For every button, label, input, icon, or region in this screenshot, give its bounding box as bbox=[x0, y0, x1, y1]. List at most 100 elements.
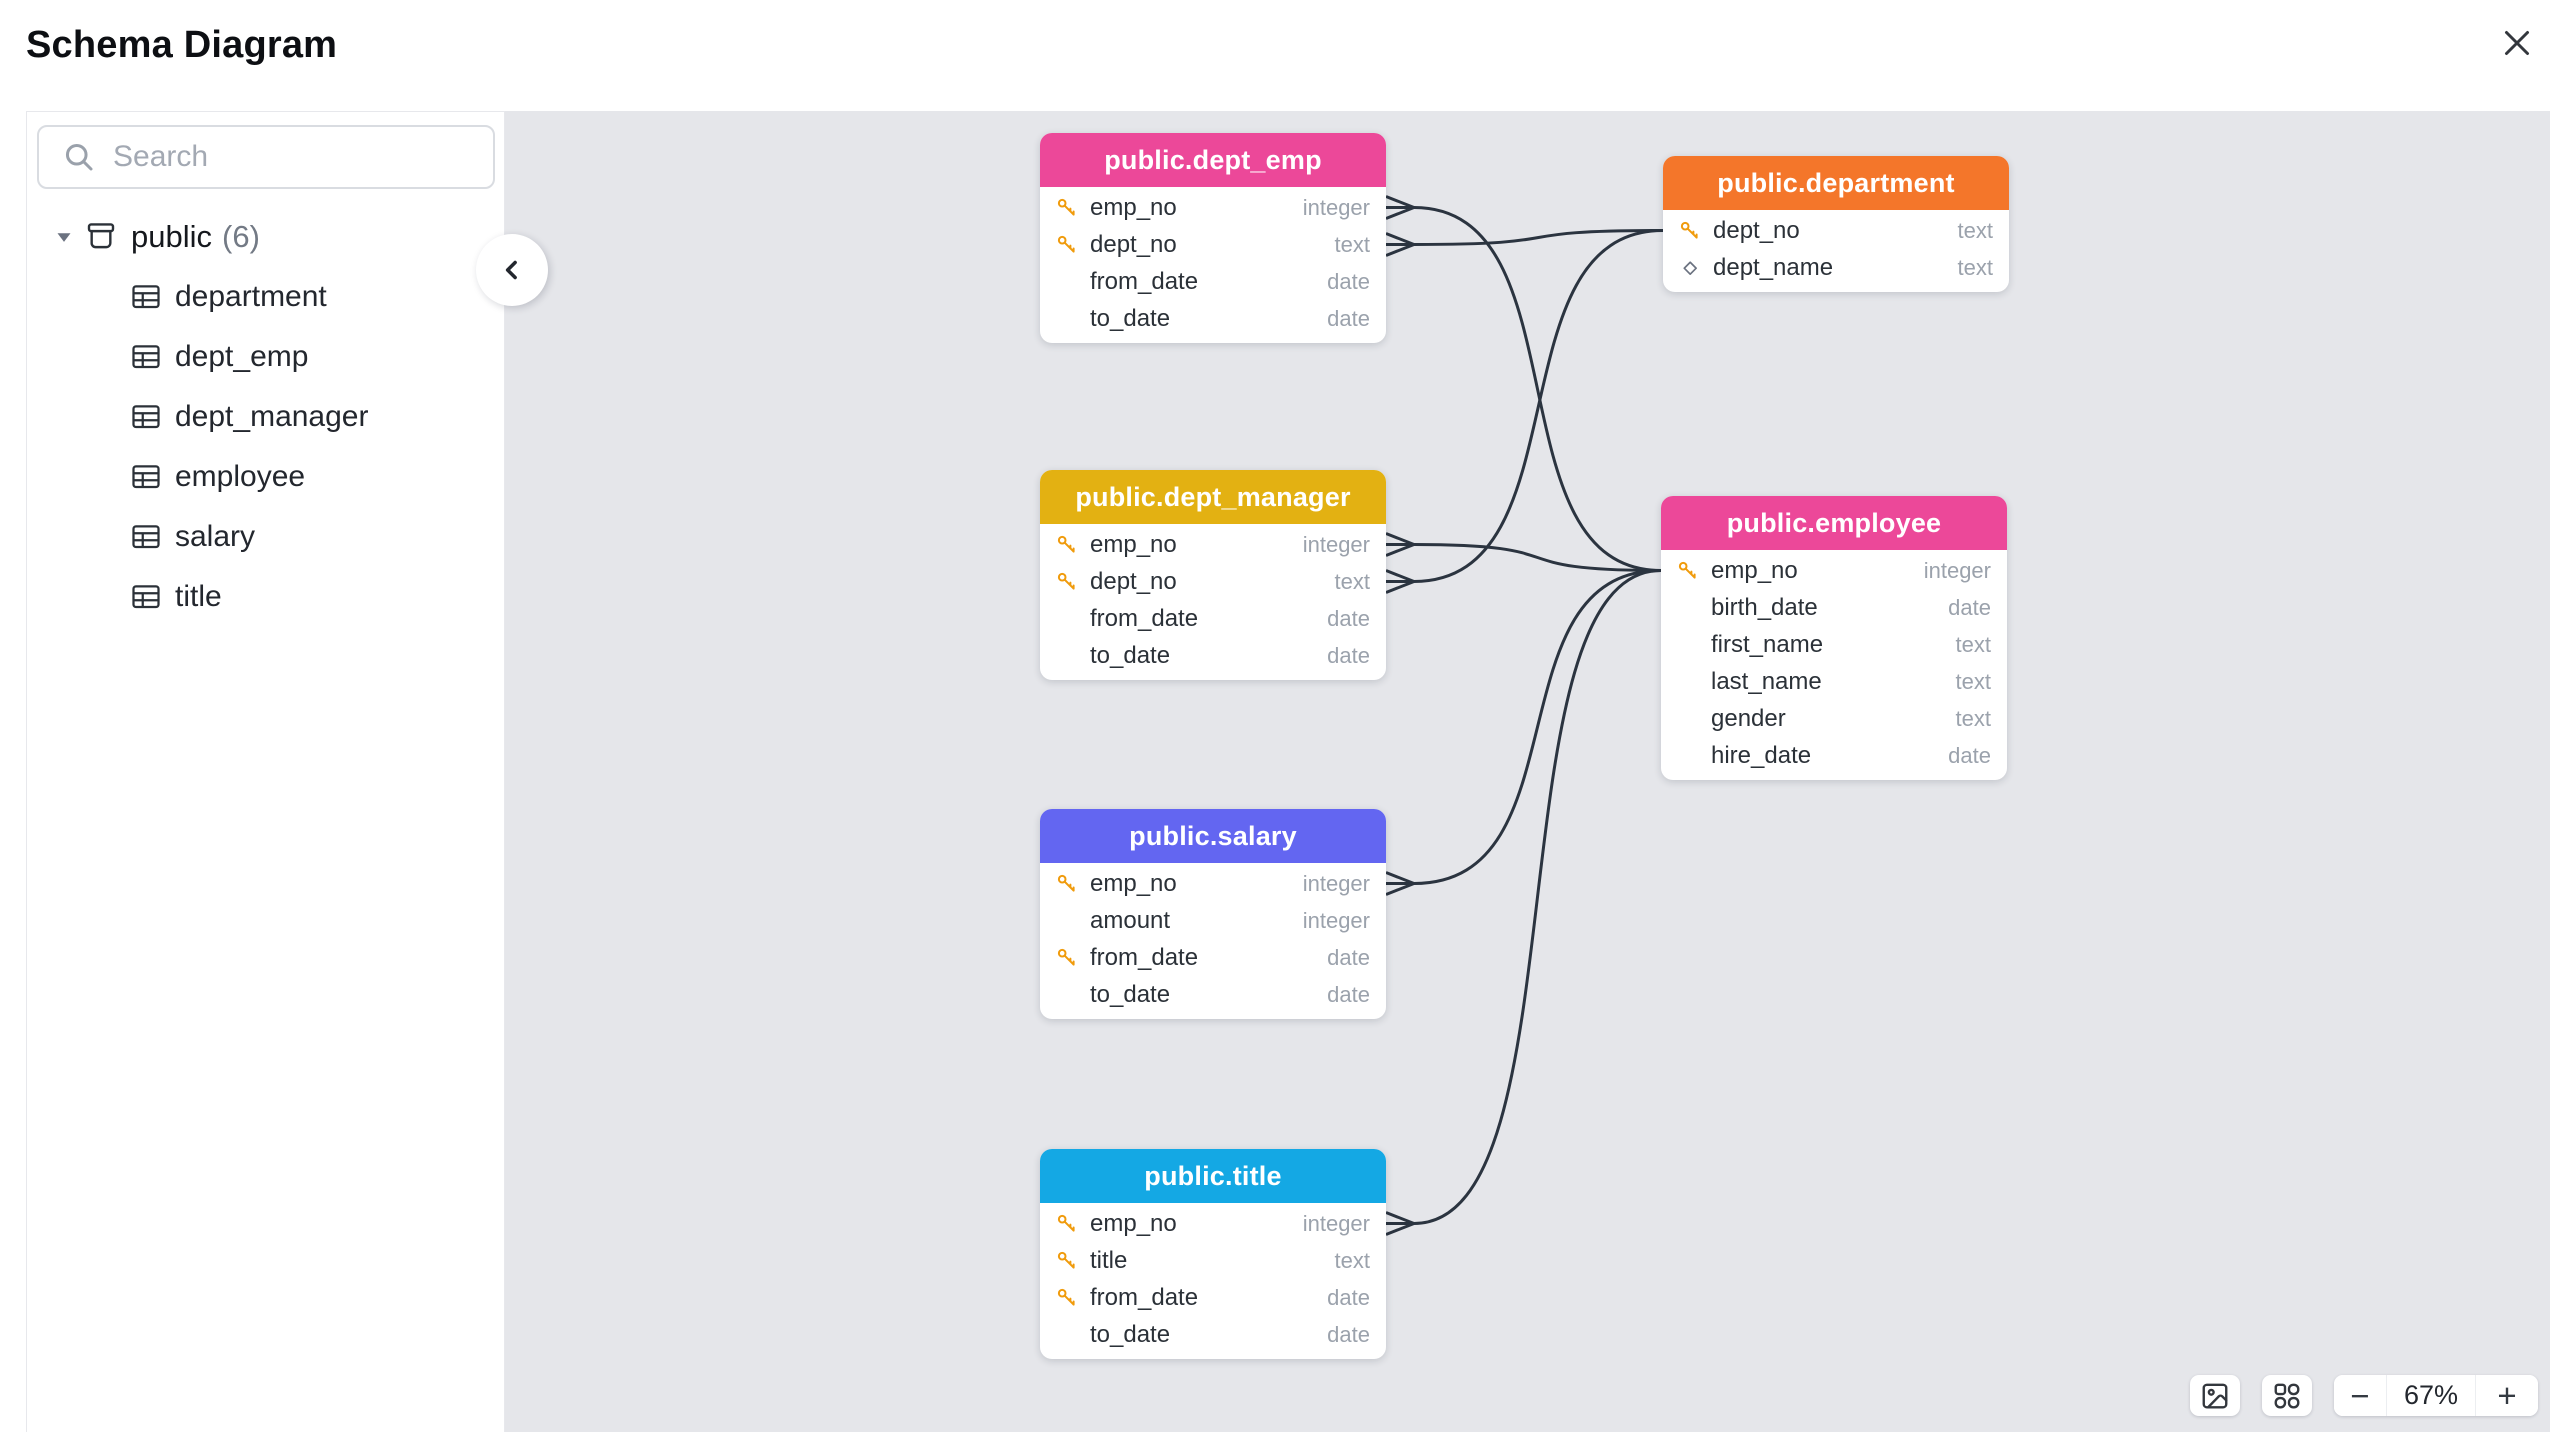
collapse-sidebar-button[interactable] bbox=[476, 234, 548, 306]
table-card-department[interactable]: public.department dept_no text dept_name… bbox=[1663, 156, 2009, 292]
image-icon bbox=[2202, 1383, 2228, 1408]
field-name: last_name bbox=[1711, 667, 1822, 695]
edge-dept_manager.emp_no-employee.emp_no bbox=[1385, 532, 1663, 572]
field-type: date bbox=[1327, 642, 1370, 668]
table-card-salary[interactable]: public.salary emp_no integer amount inte… bbox=[1040, 809, 1386, 1019]
modal-header: Schema Diagram bbox=[0, 0, 2550, 111]
primary-key-icon bbox=[1057, 1214, 1075, 1232]
search-input[interactable] bbox=[97, 126, 501, 188]
field-name: to_date bbox=[1090, 304, 1171, 332]
table-icon bbox=[132, 285, 160, 309]
table-field-row: first_name text bbox=[1661, 626, 2007, 663]
caret-down-icon[interactable] bbox=[51, 224, 85, 250]
nullable-diamond-icon bbox=[1683, 260, 1697, 275]
field-type: integer bbox=[1923, 557, 1991, 583]
sidebar-item-dept_manager[interactable]: dept_manager bbox=[27, 387, 504, 447]
field-type: date bbox=[1327, 605, 1370, 631]
schema-name: public bbox=[131, 219, 212, 254]
table-card-body: emp_no integer birth_date date first_nam… bbox=[1661, 550, 2007, 780]
field-name: hire_date bbox=[1711, 741, 1812, 769]
sidebar-table-label: employee bbox=[175, 460, 306, 493]
primary-key-icon bbox=[1680, 221, 1698, 239]
field-name: birth_date bbox=[1711, 593, 1818, 621]
table-field-row: to_date date bbox=[1040, 1316, 1386, 1353]
primary-key-icon bbox=[1057, 198, 1075, 216]
table-field-row: from_date date bbox=[1040, 1279, 1386, 1316]
sidebar-table-label: salary bbox=[175, 520, 256, 553]
page-title: Schema Diagram bbox=[26, 24, 338, 66]
zoom-out-button[interactable]: − bbox=[2334, 1375, 2386, 1416]
primary-key-icon bbox=[1057, 948, 1075, 966]
field-type: integer bbox=[1302, 1210, 1370, 1236]
field-type: date bbox=[1327, 981, 1370, 1007]
table-icon bbox=[132, 345, 160, 369]
table-icon bbox=[132, 585, 160, 609]
table-field-row: dept_no text bbox=[1663, 212, 2009, 249]
table-field-row: emp_no integer bbox=[1040, 189, 1386, 226]
field-type: date bbox=[1948, 594, 1991, 620]
field-type: date bbox=[1327, 305, 1370, 331]
schema-table-count: (6) bbox=[222, 219, 260, 254]
sidebar-item-salary[interactable]: salary bbox=[27, 507, 504, 567]
table-card-dept_emp[interactable]: public.dept_emp emp_no integer dept_no t… bbox=[1040, 133, 1386, 343]
table-field-row: emp_no integer bbox=[1040, 1205, 1386, 1242]
schema-tree: public (6) department dept_emp dept_mana… bbox=[27, 207, 504, 627]
field-name: from_date bbox=[1090, 1283, 1199, 1311]
field-type: text bbox=[1334, 1247, 1370, 1273]
table-card-title[interactable]: public.department bbox=[1663, 156, 2009, 210]
field-name: to_date bbox=[1090, 641, 1171, 669]
diagram-canvas[interactable]: public.dept_emp emp_no integer dept_no t… bbox=[505, 111, 2550, 1432]
auto-layout-button[interactable] bbox=[2262, 1375, 2312, 1416]
sidebar-table-label: title bbox=[175, 580, 222, 613]
table-field-row: emp_no integer bbox=[1040, 526, 1386, 563]
field-name: to_date bbox=[1090, 1320, 1171, 1348]
field-type: date bbox=[1327, 1321, 1370, 1347]
table-card-dept_manager[interactable]: public.dept_manager emp_no integer dept_… bbox=[1040, 470, 1386, 680]
export-image-button[interactable] bbox=[2190, 1375, 2240, 1416]
table-card-body: emp_no integer dept_no text from_date da… bbox=[1040, 187, 1386, 343]
table-field-row: emp_no integer bbox=[1040, 865, 1386, 902]
table-card-title[interactable]: public.dept_manager bbox=[1040, 470, 1386, 524]
table-card-title[interactable]: public.dept_emp bbox=[1040, 133, 1386, 187]
search-icon bbox=[65, 143, 93, 171]
field-type: date bbox=[1327, 268, 1370, 294]
table-card-title[interactable]: public.title emp_no integer title text bbox=[1040, 1149, 1386, 1359]
table-field-row: emp_no integer bbox=[1661, 552, 2007, 589]
zoom-in-button[interactable]: + bbox=[2476, 1375, 2538, 1416]
sidebar: public (6) department dept_emp dept_mana… bbox=[26, 111, 505, 1432]
table-card-employee[interactable]: public.employee emp_no integer birth_dat… bbox=[1661, 496, 2007, 780]
primary-key-icon bbox=[1678, 561, 1696, 579]
field-type: integer bbox=[1302, 531, 1370, 557]
primary-key-icon bbox=[1057, 235, 1075, 253]
sidebar-item-employee[interactable]: employee bbox=[27, 447, 504, 507]
sidebar-item-dept_emp[interactable]: dept_emp bbox=[27, 327, 504, 387]
field-type: text bbox=[1955, 631, 1991, 657]
field-type: text bbox=[1957, 217, 1993, 243]
field-name: dept_no bbox=[1713, 216, 1800, 244]
sidebar-item-department[interactable]: department bbox=[27, 267, 504, 327]
table-card-body: emp_no integer dept_no text from_date da… bbox=[1040, 524, 1386, 680]
table-card-title[interactable]: public.title bbox=[1040, 1149, 1386, 1203]
sidebar-item-title[interactable]: title bbox=[27, 567, 504, 627]
sidebar-table-label: dept_manager bbox=[175, 400, 369, 433]
field-name: emp_no bbox=[1090, 193, 1177, 221]
field-name: dept_no bbox=[1090, 230, 1177, 258]
primary-key-icon bbox=[1057, 1288, 1075, 1306]
chevron-left-icon bbox=[505, 260, 517, 280]
table-field-row: last_name text bbox=[1661, 663, 2007, 700]
field-type: integer bbox=[1302, 907, 1370, 933]
field-type: date bbox=[1948, 742, 1991, 768]
relationship-edges bbox=[1385, 195, 1665, 1236]
table-card-title[interactable]: public.salary bbox=[1040, 809, 1386, 863]
primary-key-icon bbox=[1057, 535, 1075, 553]
field-name: from_date bbox=[1090, 604, 1199, 632]
table-card-title[interactable]: public.employee bbox=[1661, 496, 2007, 550]
table-field-row: to_date date bbox=[1040, 300, 1386, 337]
table-field-row: birth_date date bbox=[1661, 589, 2007, 626]
edge-dept_manager.dept_no-department.dept_no bbox=[1385, 229, 1665, 594]
close-button[interactable] bbox=[2487, 13, 2547, 73]
schema-node-public[interactable]: public (6) bbox=[27, 207, 504, 267]
table-field-row: gender text bbox=[1661, 700, 2007, 737]
zoom-control: − 67% + bbox=[2334, 1375, 2538, 1416]
table-card-body: dept_no text dept_name text bbox=[1663, 210, 2009, 292]
